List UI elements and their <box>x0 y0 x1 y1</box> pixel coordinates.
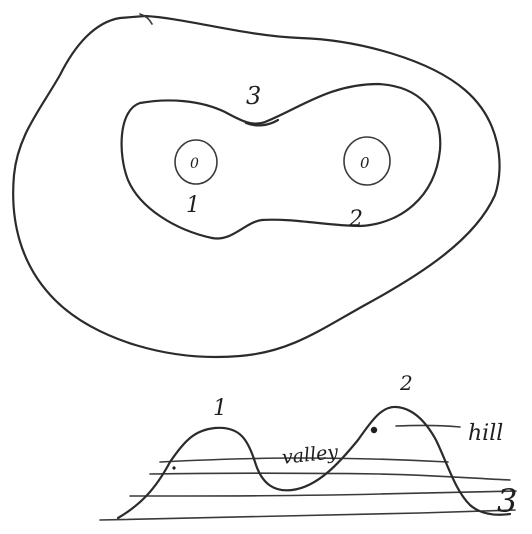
summit-label-2: 0 <box>360 154 370 172</box>
inner-contour <box>120 82 442 240</box>
profile-sketch: 1 2 valley hill 3 <box>99 371 517 521</box>
profile-peak-label-2: 2 <box>399 371 413 395</box>
level-label: 3 <box>497 482 517 520</box>
level-line-upper <box>159 457 449 463</box>
level-line-top <box>395 424 461 428</box>
valley-label: valley <box>281 441 339 469</box>
peak-label-1: 1 <box>186 193 200 218</box>
saddle-label: 3 <box>246 82 261 110</box>
summit-label-1: 0 <box>190 156 199 172</box>
level-line-middle <box>149 472 511 481</box>
level-line-lower <box>129 490 517 497</box>
profile-peak-label-1: 1 <box>213 396 227 421</box>
level-line-base <box>99 509 516 521</box>
contour-map: 0 0 1 2 3 <box>12 13 501 359</box>
peak-label-2: 2 <box>348 207 363 232</box>
profile-curve <box>116 405 512 520</box>
summit-contour-1 <box>174 139 218 185</box>
tick-mark <box>172 466 176 470</box>
outer-contour-tail <box>139 13 153 25</box>
hill-label: hill <box>468 421 503 446</box>
outer-contour <box>12 14 501 359</box>
saddle-point <box>370 426 378 434</box>
saddle-mark <box>244 118 280 127</box>
summit-contour-2 <box>343 136 391 186</box>
